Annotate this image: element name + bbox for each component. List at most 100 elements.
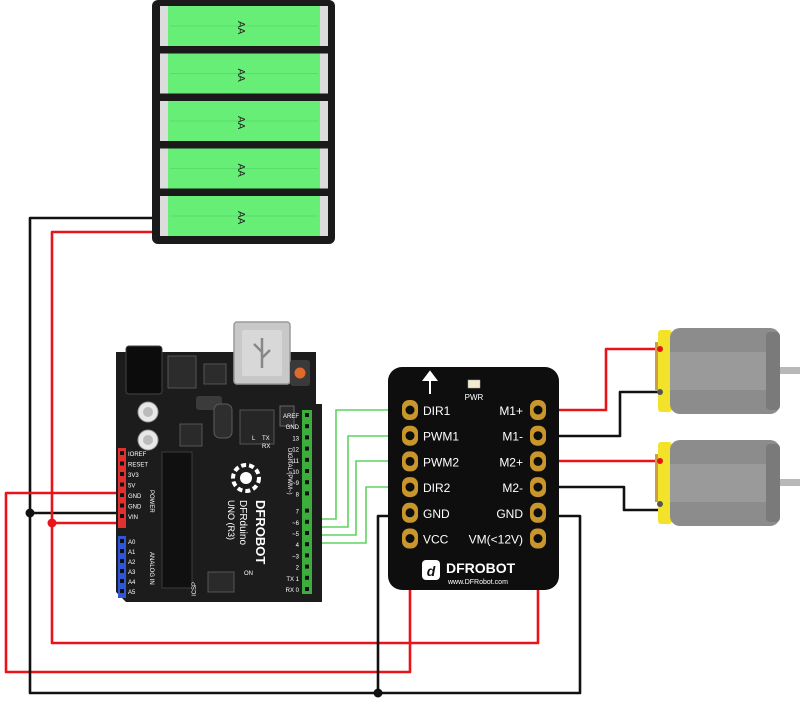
dfrobot-logo-icon: d — [422, 560, 440, 580]
reset-button[interactable] — [294, 367, 306, 379]
digital-pin-label: GND — [286, 425, 300, 431]
header-pin[interactable] — [305, 531, 309, 535]
dc-jack — [125, 345, 163, 395]
header-pin[interactable] — [305, 508, 309, 513]
arduino-board: DFROBOT DFRduino UNO (R3) ICSP ON L TX R… — [116, 321, 322, 602]
wire-battery-positive — [50, 230, 540, 645]
driver-pin-label: VM(<12V) — [469, 533, 523, 547]
digital-label: DIGITAL (PWM~) — [286, 448, 292, 495]
power-pin-label: VIN — [128, 515, 138, 521]
analog-pin-label: A2 — [128, 560, 136, 566]
dfrobot-gear-icon — [231, 463, 261, 493]
digital-pin-label: ~5 — [292, 532, 300, 538]
arduino-brand: DFROBOT — [253, 500, 268, 564]
header-pin[interactable] — [120, 514, 124, 518]
driver-pin-label: GND — [423, 507, 450, 521]
digital-header — [302, 410, 312, 594]
digital-pin-label: ~9 — [292, 481, 300, 487]
digital-pin-label: 8 — [296, 492, 300, 498]
battery-cell-label: AA — [235, 69, 246, 83]
header-pin[interactable] — [120, 493, 124, 497]
header-pin[interactable] — [305, 424, 309, 429]
header-pin[interactable] — [120, 472, 124, 476]
on-label: ON — [244, 571, 253, 577]
digital-pin-label: ~3 — [292, 554, 300, 560]
icsp-header — [207, 571, 235, 593]
driver-pin-label: PWM2 — [423, 455, 459, 469]
header-pin[interactable] — [305, 587, 309, 591]
header-pin[interactable] — [305, 469, 309, 473]
power-header — [118, 448, 126, 528]
header-pin[interactable] — [120, 549, 124, 553]
driver-pin-label: M1- — [502, 430, 523, 444]
battery-cell-label: AA — [235, 116, 246, 130]
arduino-model-sub: UNO (R3) — [226, 500, 236, 540]
junction-ground-bottom — [373, 688, 383, 698]
header-pin[interactable] — [305, 575, 309, 580]
power-label: POWER — [148, 490, 154, 513]
wire-dir1 — [312, 409, 410, 520]
pwr-label: PWR — [465, 393, 484, 402]
header-pin[interactable] — [305, 457, 309, 462]
battery-cell: AA — [160, 53, 328, 94]
wire-ground-bus — [28, 513, 582, 695]
battery-cell: AA — [160, 148, 328, 189]
digital-pin-label: 7 — [296, 510, 300, 516]
header-pin[interactable] — [120, 579, 124, 583]
driver-pin-label: VCC — [423, 533, 449, 547]
header-pin[interactable] — [120, 503, 124, 508]
rx-label: RX — [262, 444, 270, 450]
battery-cell-label: AA — [235, 164, 246, 178]
digital-pin-label: 12 — [292, 448, 299, 454]
header-pin[interactable] — [120, 559, 124, 563]
header-pin[interactable] — [120, 461, 124, 466]
header-pin[interactable] — [305, 446, 309, 451]
analog-label: ANALOG IN — [148, 552, 154, 585]
junction-ground-left — [25, 508, 35, 518]
header-pin[interactable] — [305, 435, 309, 440]
header-pin[interactable] — [305, 564, 309, 569]
header-pin[interactable] — [120, 539, 124, 543]
usb-chip — [239, 409, 275, 445]
digital-pin-label: RX 0 — [286, 588, 300, 594]
svg-text:d: d — [427, 563, 436, 579]
usb-icon — [253, 338, 271, 368]
motors — [655, 328, 800, 526]
header-pin[interactable] — [120, 482, 124, 487]
header-pin[interactable] — [305, 553, 309, 558]
wire-m1-minus — [538, 390, 660, 438]
header-pin[interactable] — [120, 569, 124, 573]
power-pin-label: IOREF — [128, 452, 147, 458]
driver-pin-label: DIR2 — [423, 481, 451, 495]
tx-label: TX — [262, 436, 270, 442]
header-pin[interactable] — [305, 491, 309, 496]
power-pin-label: GND — [128, 505, 142, 511]
battery-cell-label: AA — [235, 21, 246, 35]
battery-cell: AA — [160, 6, 328, 46]
wire-m1-plus — [538, 347, 660, 412]
digital-pin-label: 4 — [296, 543, 300, 549]
arrow-up-icon — [422, 370, 438, 394]
header-pin[interactable] — [305, 413, 309, 417]
digital-pin-label: 2 — [296, 566, 300, 572]
wire-battery-negative — [28, 216, 160, 515]
header-pin[interactable] — [305, 480, 309, 485]
analog-pin-label: A1 — [128, 550, 136, 556]
digital-pin-label: ~6 — [292, 521, 300, 527]
digital-pin-label: ~11 — [289, 459, 299, 465]
driver-pin-label: GND — [496, 507, 523, 521]
header-pin[interactable] — [120, 589, 124, 593]
analog-pin-label: A5 — [128, 590, 136, 596]
dc-motor — [655, 440, 800, 526]
driver-pin-label: M2- — [502, 481, 523, 495]
battery-cell: AA — [160, 101, 328, 141]
header-pin[interactable] — [305, 519, 309, 524]
digital-pin-label: ~10 — [289, 470, 300, 476]
header-pin[interactable] — [120, 451, 124, 455]
driver-pin-label: DIR1 — [423, 404, 451, 418]
wire-pwm1 — [312, 435, 410, 528]
header-pin[interactable] — [305, 542, 309, 547]
l-label: L — [252, 436, 256, 442]
analog-header — [118, 536, 126, 598]
